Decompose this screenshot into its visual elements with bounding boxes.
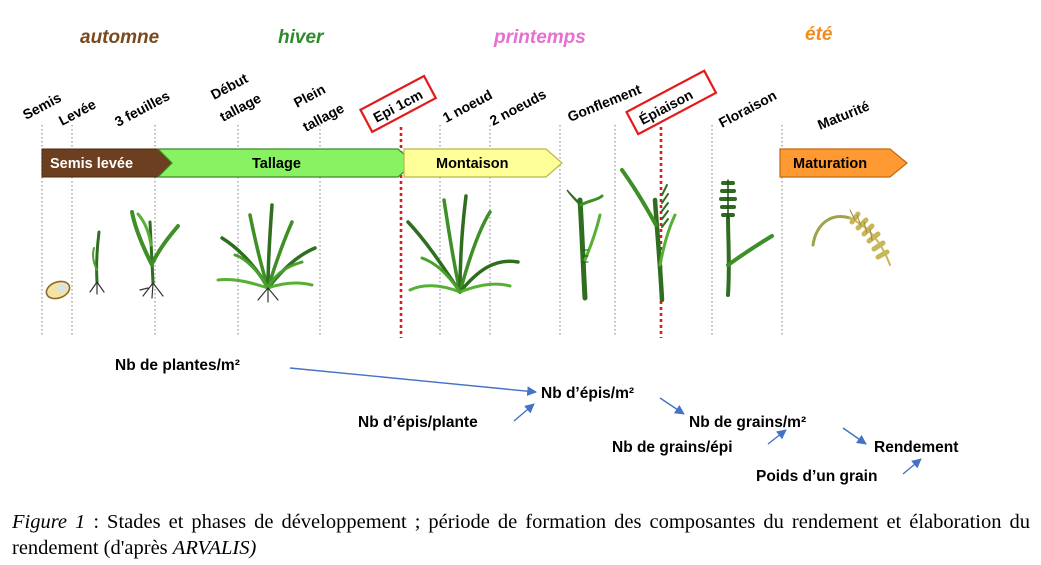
stage-label-2-noeuds: 2 noeuds: [487, 86, 549, 129]
levee-plant-illustration: [89, 230, 105, 295]
season-hiver: hiver: [278, 27, 325, 48]
caption-source: ARVALIS): [172, 537, 257, 559]
seed-illustration: [45, 280, 71, 300]
yield-component-arrows: [289, 367, 922, 475]
arrow-plantes-to-epis: [289, 367, 537, 397]
maturite-plant-illustration: [811, 209, 891, 266]
stage-label-3-feuilles: 3 feuilles: [112, 87, 173, 129]
component-grains-epi: Nb de grains/épi: [612, 439, 733, 456]
tallage-plant-illustration: [216, 203, 317, 303]
stage-label-1-noeud: 1 noeud: [440, 86, 495, 125]
floraison-plant-illustration: [719, 179, 774, 297]
epi-1cm-box: Epi 1cm: [358, 74, 438, 134]
arrow-grains-epi-to-grains: [767, 429, 787, 445]
figure-caption: Figure 1 : Stades et phases de développe…: [12, 509, 1030, 561]
season-printemps: printemps: [493, 27, 586, 48]
component-epis-plante: Nb d’épis/plante: [358, 414, 478, 431]
component-rendement: Rendement: [874, 439, 958, 456]
component-epis-m2: Nb d’épis/m²: [541, 385, 634, 402]
stage-guide-lines: [41, 125, 783, 335]
phase-semis-levee: Semis levée: [41, 148, 173, 178]
phase-tallage: Tallage: [156, 148, 415, 178]
phase-label-montaison: Montaison: [436, 156, 509, 172]
caption-text: : Stades et phases de développement ; pé…: [12, 511, 1030, 559]
component-poids-grain: Poids d’un grain: [756, 468, 877, 485]
arrow-poids-to-rendement: [902, 458, 922, 475]
stage-label-maturite: Maturité: [815, 97, 872, 132]
arrow-epis-plante-to-epis: [513, 403, 535, 422]
stage-label-plein-tallage-1: Plein: [291, 81, 328, 111]
component-grains-m2: Nb de grains/m²: [689, 414, 806, 431]
stage-label-floraison: Floraison: [716, 87, 779, 131]
season-automne: automne: [80, 27, 160, 48]
phase-maturation: Maturation: [779, 148, 908, 178]
epiaison-box: Épiaison: [625, 69, 718, 136]
phase-label-semis-levee: Semis levée: [50, 156, 133, 172]
arrow-grains-to-rendement: [842, 427, 867, 445]
phase-label-maturation: Maturation: [793, 156, 867, 172]
arrow-epis-to-grains: [659, 397, 685, 415]
component-plantes-m2: Nb de plantes/m²: [115, 357, 240, 374]
caption-figure-number: Figure 1: [12, 511, 86, 533]
montaison-plant-illustration: [406, 194, 520, 294]
epiaison-plant-illustration: [620, 168, 677, 303]
three-leaf-plant-illustration: [130, 210, 180, 299]
phase-montaison: Montaison: [403, 148, 563, 178]
gonflement-plant-illustration: [566, 189, 604, 301]
phase-label-tallage: Tallage: [252, 156, 301, 172]
season-ete: été: [805, 24, 833, 45]
